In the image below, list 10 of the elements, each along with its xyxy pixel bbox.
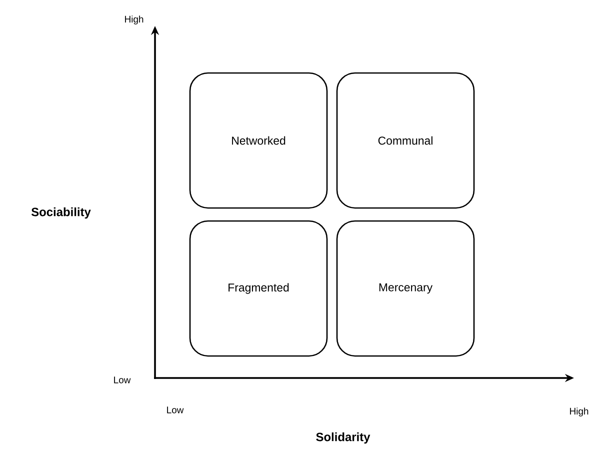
- axis-label: Low: [167, 406, 184, 414]
- axis-label: High: [125, 16, 144, 24]
- axis-label: Low: [114, 376, 131, 384]
- quadrant-box: Fragmented: [189, 220, 328, 357]
- quadrant-box: Communal: [336, 72, 475, 209]
- axis-title: Solidarity: [316, 432, 370, 444]
- axis-label: High: [570, 408, 588, 416]
- axis-title: Sociability: [31, 207, 91, 219]
- quadrant-box: Mercenary: [336, 220, 475, 357]
- quadrant-box: Networked: [189, 72, 328, 209]
